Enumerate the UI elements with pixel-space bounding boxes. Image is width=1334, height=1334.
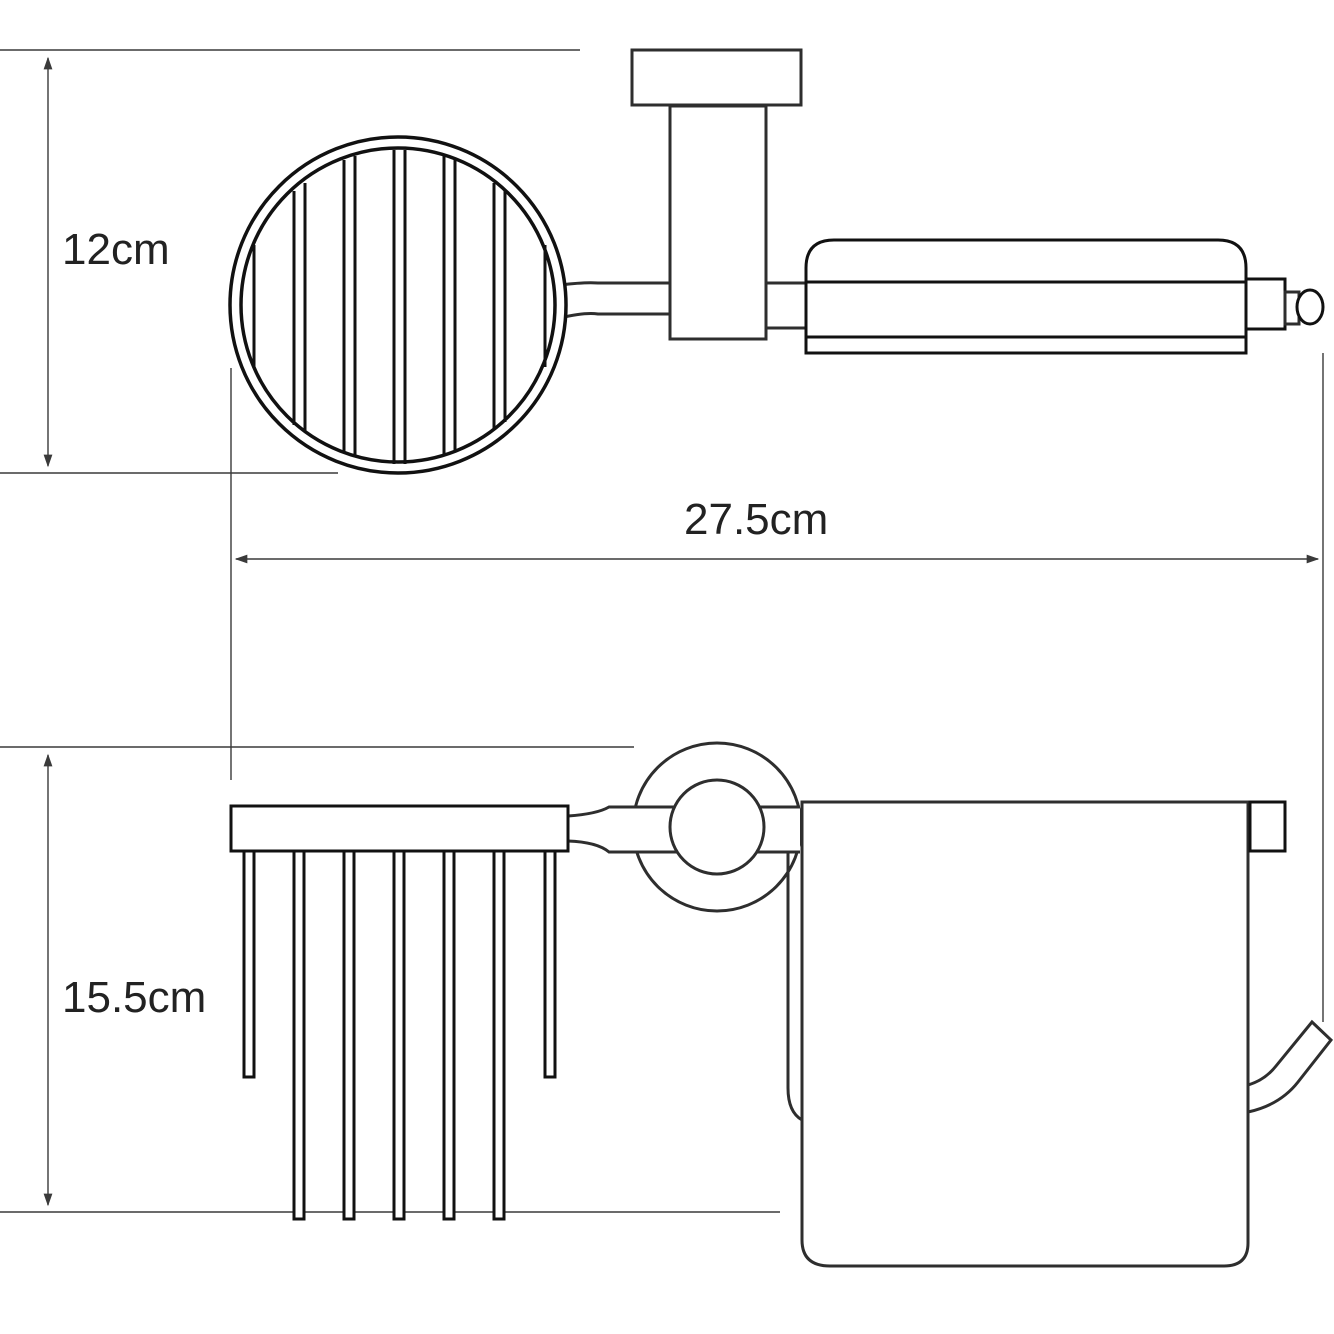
front-view xyxy=(229,741,1334,1268)
arm-lower xyxy=(559,312,670,320)
end-cap-block xyxy=(1244,277,1287,331)
basket-wires xyxy=(242,849,557,1221)
top-view xyxy=(228,48,1325,475)
dimension-label-15-5cm: 15.5cm xyxy=(62,973,207,1022)
release-lever xyxy=(1247,1019,1334,1114)
dimension-label-27-5cm: 27.5cm xyxy=(684,495,829,544)
wall-flange-inner xyxy=(668,778,766,876)
paper-cover-front xyxy=(800,800,1250,1268)
wall-mount-post xyxy=(668,104,768,341)
dimension-label-12cm: 12cm xyxy=(62,225,170,274)
arm-upper xyxy=(559,281,670,287)
cover-cap xyxy=(1248,800,1287,853)
front-arm-upper xyxy=(567,805,800,818)
wall-mount-plate xyxy=(630,48,803,107)
dimension-lines xyxy=(0,49,1324,1213)
soap-basket-top xyxy=(228,135,568,475)
end-knob xyxy=(1295,288,1325,326)
basket-rail xyxy=(229,804,570,853)
paper-cover-top xyxy=(804,238,1248,355)
front-arm-lower xyxy=(567,839,800,854)
